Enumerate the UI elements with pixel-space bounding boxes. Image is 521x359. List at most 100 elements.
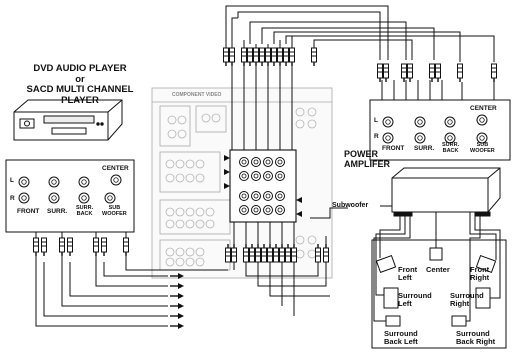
- rca-plug-icon: [271, 47, 277, 63]
- rca-plug-icon: [435, 63, 441, 79]
- amp-subwoofer-text: Subwoofer: [332, 202, 369, 209]
- amp-title-line1: POWER: [344, 149, 379, 159]
- rca-plug-icon: [261, 247, 267, 263]
- speaker-surround-back-left-icon: [385, 315, 401, 327]
- rca-plug-icon: [241, 47, 247, 63]
- arrow-right-icon: [178, 303, 184, 309]
- rca-plug-icon: [33, 237, 39, 253]
- rca-plug-icon: [223, 47, 229, 63]
- rca-plug-icon: [491, 63, 497, 79]
- amp-jack-l: L: [374, 117, 378, 124]
- player-surr-back-label: SURR. BACK: [76, 205, 94, 217]
- amp-surr-back-label: SURR. BACK: [442, 142, 460, 154]
- player-title-line3: SACD MULTI CHANNEL: [26, 84, 134, 95]
- amp-title-line2: AMPLIFER: [344, 159, 390, 169]
- rca-plug-icon: [59, 237, 65, 253]
- cables: [35, 5, 495, 327]
- rca-plug-icon: [41, 237, 47, 253]
- rca-plug-icon: [101, 237, 107, 253]
- receiver-rear-panel: [151, 87, 333, 279]
- arrow-right-icon: [178, 293, 184, 299]
- speaker-surround-right-label: Surround Right: [450, 291, 484, 308]
- rca-plug-icon: [265, 47, 271, 63]
- speaker-surround-left-label: Surround Left: [398, 291, 432, 308]
- player-title-line4: PLAYER: [61, 94, 99, 106]
- speaker-center-label: Center: [426, 265, 450, 274]
- speaker-area: [371, 239, 507, 349]
- amp-center-label: CENTER: [470, 105, 497, 112]
- speaker-front-left-label: Front Left: [398, 265, 418, 282]
- arrow-right-icon: [178, 313, 184, 319]
- rca-plug-icon: [311, 47, 317, 63]
- player-center-label: CENTER: [102, 165, 129, 172]
- speaker-front-left-icon: [375, 254, 397, 274]
- arrow-right-icon: [224, 183, 230, 189]
- rca-plug-icon: [267, 247, 273, 263]
- arrow-right-icon: [178, 283, 184, 289]
- speaker-surround-back-left-label: Surround Back Left: [384, 329, 418, 346]
- rca-plug-icon: [283, 47, 289, 63]
- rca-plug-icon: [249, 247, 255, 263]
- power-amp-box: [391, 167, 501, 217]
- speaker-front-right-label: Front Right: [470, 265, 490, 282]
- rca-plug-icon: [93, 237, 99, 253]
- speaker-wires: [373, 205, 501, 322]
- rca-plug-icon: [315, 247, 321, 263]
- amp-jack-r: R: [374, 133, 379, 140]
- player-title: DVD AUDIO PLAYER or SACD MULTI CHANNEL P…: [10, 64, 150, 105]
- rca-plug-icon: [279, 247, 285, 263]
- rca-plug-icon: [255, 247, 261, 263]
- rca-plug-icon: [243, 247, 249, 263]
- speaker-surround-left-icon: [383, 287, 399, 309]
- rca-plug-icon: [429, 63, 435, 79]
- player-output-panel: [5, 159, 135, 233]
- rca-plug-icon: [225, 247, 231, 263]
- rca-plug-icon: [285, 247, 291, 263]
- rca-plug-icon: [383, 63, 389, 79]
- player-subwoofer-label: SUB WOOFER: [102, 205, 127, 217]
- rca-plug-icon: [457, 63, 463, 79]
- amp-title: POWER AMPLIFER: [344, 150, 390, 169]
- speaker-surround-back-right-icon: [451, 315, 467, 327]
- arrow-right-icon: [178, 323, 184, 329]
- rca-plug-icon: [407, 63, 413, 79]
- player-surr-label: SURR.: [47, 208, 68, 215]
- player-front-label: FRONT: [17, 208, 40, 215]
- arrow-right-icon: [224, 155, 230, 161]
- rca-plug-icon: [273, 247, 279, 263]
- rca-plug-icon: [289, 47, 295, 63]
- player-title-line1: DVD AUDIO PLAYER: [33, 63, 127, 74]
- amp-front-label: FRONT: [382, 145, 405, 152]
- signal-arrows: [170, 155, 302, 329]
- amp-input-panel: [369, 99, 511, 161]
- speaker-center-icon: [429, 247, 443, 261]
- rca-plug-icon: [323, 247, 329, 263]
- rca-plug-icon: [123, 237, 129, 253]
- rca-plugs: [33, 47, 497, 263]
- player-title-line2: or: [75, 73, 85, 85]
- amp-surr-label: SURR.: [414, 145, 435, 152]
- arrow-right-icon: [178, 273, 184, 279]
- rca-plug-icon: [277, 47, 283, 63]
- speaker-front-right-icon: [475, 254, 497, 274]
- receiver-component-video-label: COMPONENT VIDEO: [172, 92, 222, 98]
- receiver-multich-jacks: [229, 149, 297, 223]
- rca-plug-icon: [247, 47, 253, 63]
- rca-plug-icon: [377, 63, 383, 79]
- amp-subwoofer-label: SUB WOOFER: [470, 142, 495, 154]
- arrow-right-icon: [224, 169, 230, 175]
- arrow-left-icon: [296, 197, 302, 203]
- player-jack-l: L: [10, 177, 14, 184]
- rca-plug-icon: [229, 47, 235, 63]
- rca-plug-icon: [259, 47, 265, 63]
- rca-plug-icon: [67, 237, 73, 253]
- rca-plug-icon: [401, 63, 407, 79]
- dvd-player-device: [13, 99, 123, 141]
- rca-plug-icon: [253, 47, 259, 63]
- arrow-left-icon: [296, 211, 302, 217]
- rca-plug-icon: [291, 247, 297, 263]
- speaker-surround-back-right-label: Surround Back Right: [456, 329, 496, 346]
- player-jack-r: R: [10, 195, 15, 202]
